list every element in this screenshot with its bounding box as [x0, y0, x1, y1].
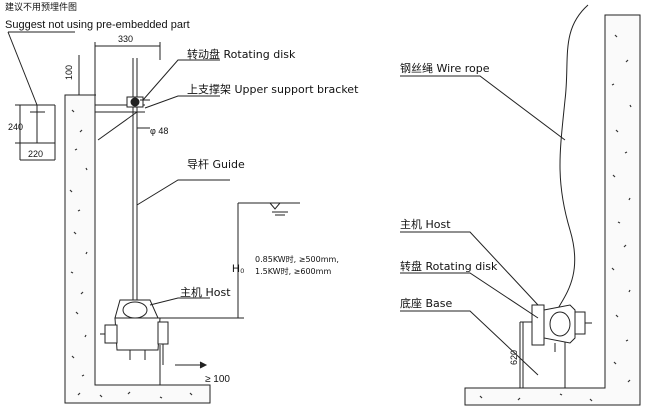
- dim-h0-line2: 1.5KW时, ≥600mm: [255, 266, 331, 276]
- right-callout-lines: [400, 75, 566, 376]
- dim-100-top-text: 100: [64, 65, 74, 80]
- label-host-right: 主机 Host: [400, 217, 451, 231]
- dim-220-text: 220: [28, 149, 43, 159]
- water-level-marker: [238, 202, 300, 216]
- note-callout-line: [7, 31, 38, 106]
- label-rotating-disk: 转动盘 Rotating disk: [187, 47, 296, 61]
- left-pump-host: [100, 299, 169, 365]
- dim-100-bottom-text: ≥ 100: [205, 374, 230, 385]
- dim-100-bottom: [159, 345, 208, 385]
- h0-dimension-line: [160, 203, 244, 319]
- label-base: 底座 Base: [400, 296, 453, 310]
- right-pump-host: [531, 304, 592, 352]
- dim-h0-line1: 0.85KW时, ≥500mm,: [255, 254, 339, 264]
- dim-330: [94, 42, 161, 95]
- right-pit-wall: [464, 14, 641, 406]
- label-guide: 导杆 Guide: [187, 157, 245, 171]
- dim-phi48-text: φ 48: [150, 126, 168, 136]
- note-en: Suggest not using pre-embedded part: [5, 19, 190, 31]
- note-cn: 建议不用预埋件图: [5, 1, 77, 13]
- dim-h0-text: H₀: [232, 263, 245, 275]
- left-callout-lines: [136, 59, 230, 306]
- text-layer: 建议不用预埋件图 Suggest not using pre-embedded …: [5, 1, 519, 385]
- left-installation-drawing: [7, 31, 300, 404]
- concrete-texture-right: [479, 34, 632, 402]
- dim-330-text: 330: [118, 34, 133, 44]
- dim-240-text: 240: [8, 122, 23, 132]
- dim-620-text: 620: [509, 350, 519, 365]
- right-installation-drawing: [400, 4, 641, 406]
- upper-support-bracket: [94, 96, 150, 145]
- concrete-texture-left: [69, 109, 193, 399]
- label-wire-rope: 钢丝绳 Wire rope: [400, 61, 490, 75]
- label-host-left: 主机 Host: [180, 285, 231, 299]
- dim-100-top: [74, 55, 96, 96]
- label-upper-support-bracket: 上支撑架 Upper support bracket: [187, 82, 359, 96]
- dim-240-220: [15, 104, 56, 161]
- wire-rope: [554, 4, 589, 316]
- label-rotating-disk-right: 转盘 Rotating disk: [400, 259, 498, 273]
